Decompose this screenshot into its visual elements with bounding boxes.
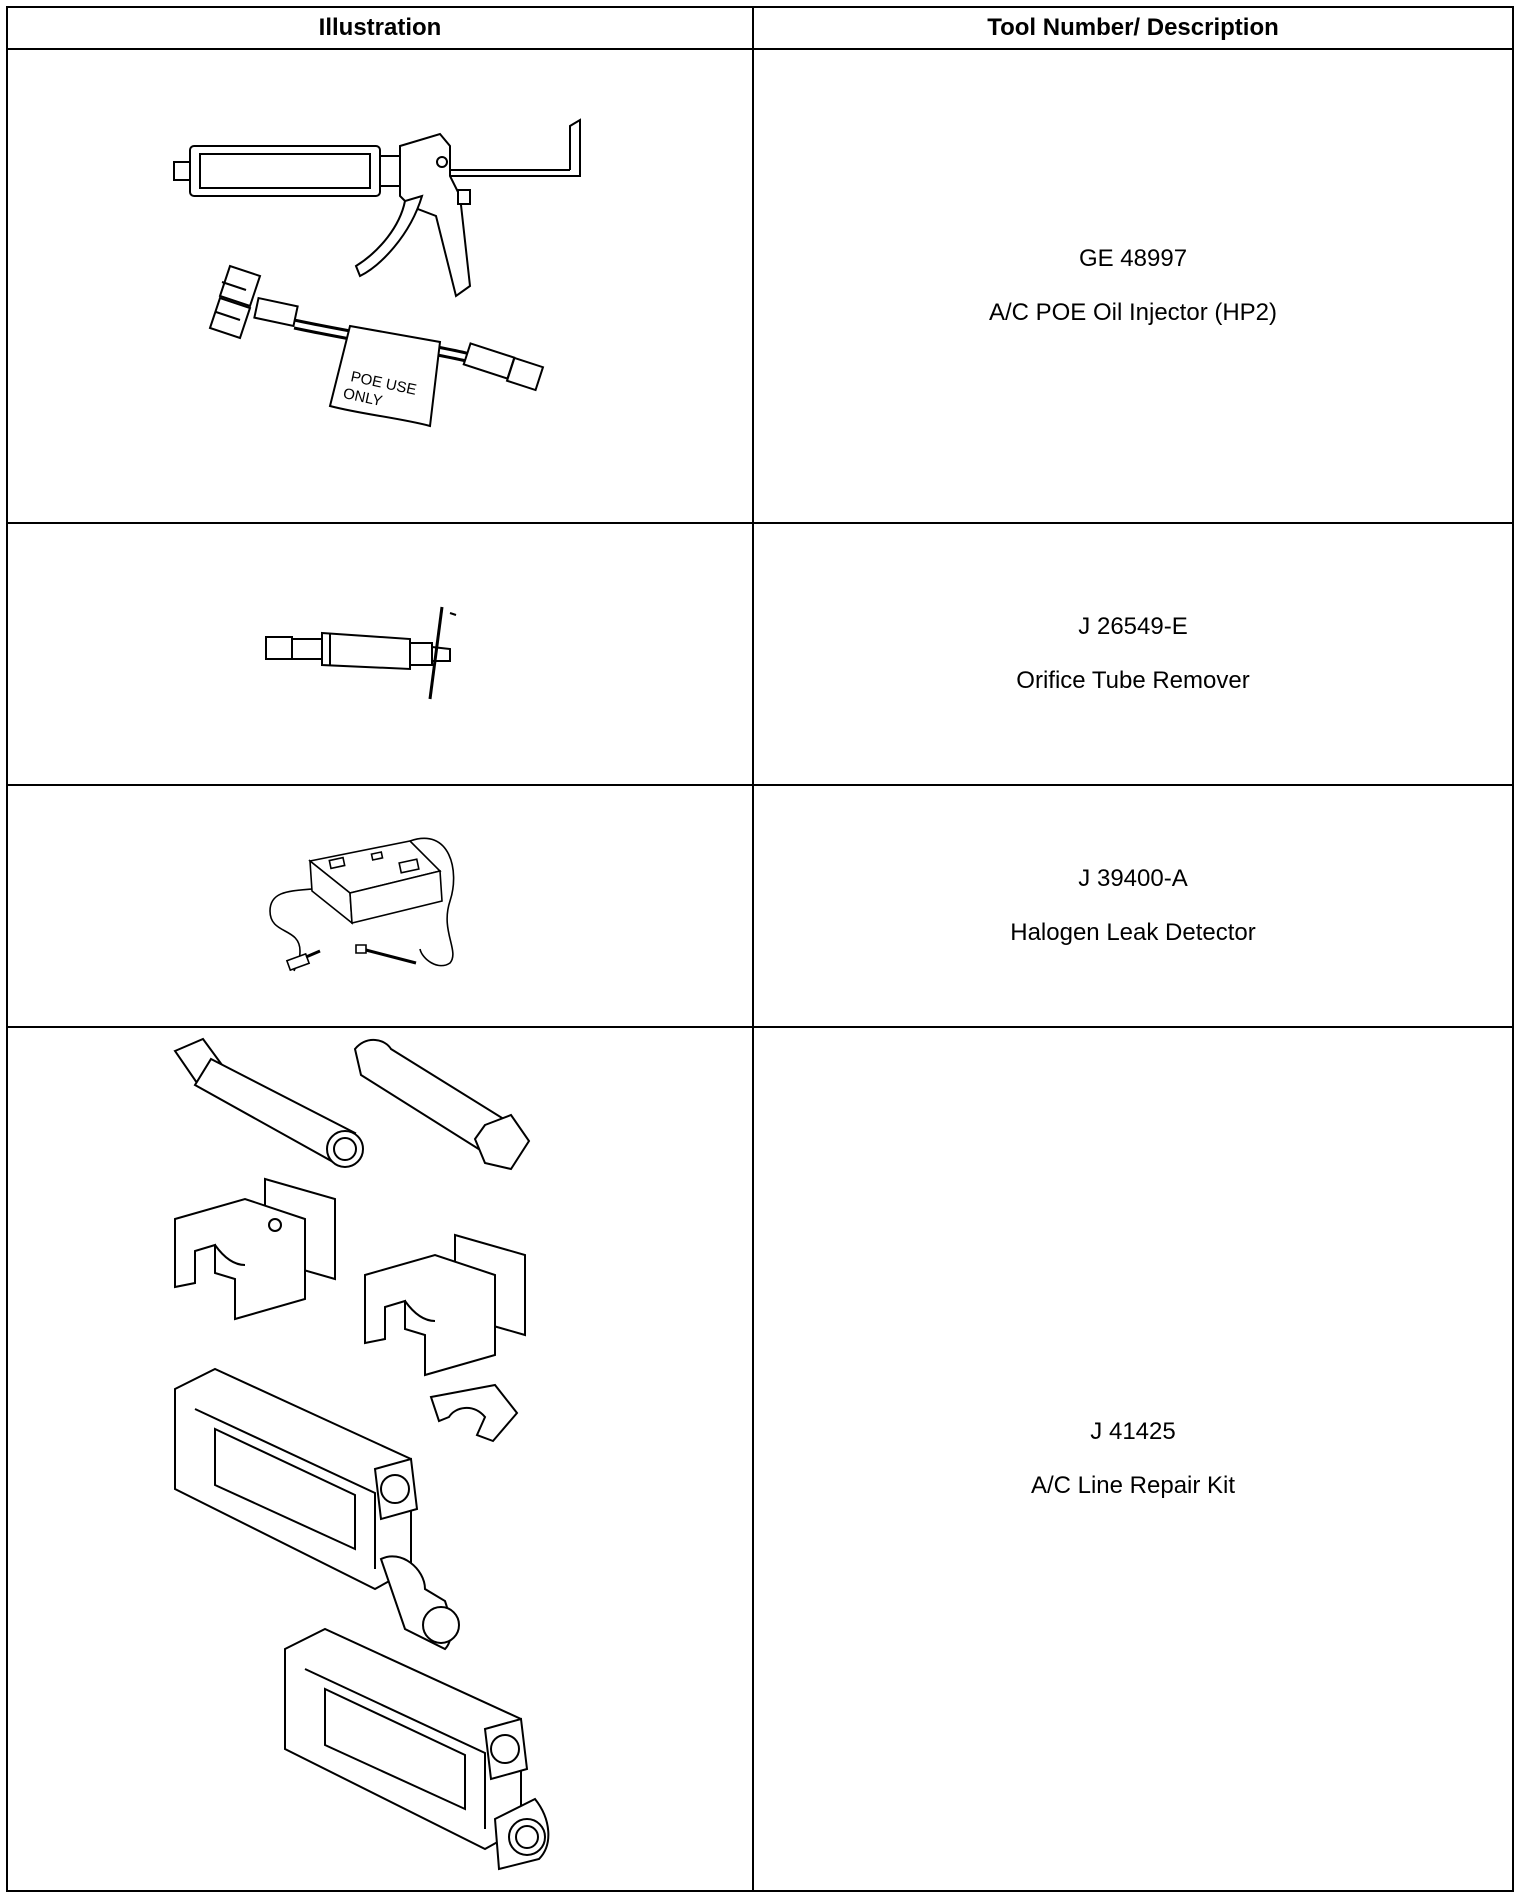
- description-cell: J 41425 A/C Line Repair Kit: [752, 1026, 1514, 1892]
- illustration-cell: POE USE ONLY: [6, 48, 754, 524]
- tool-number: GE 48997: [1078, 245, 1188, 272]
- oil-injector-illustration: POE USE ONLY: [160, 106, 600, 466]
- description-cell: GE 48997 A/C POE Oil Injector (HP2): [752, 48, 1514, 524]
- line-repair-kit-illustration: [155, 1029, 605, 1889]
- illustration-cell: [6, 1026, 754, 1892]
- tool-description: Halogen Leak Detector: [1010, 919, 1256, 946]
- halogen-leak-detector-illustration: [260, 831, 500, 981]
- tool-table: Illustration Tool Number/ Description: [6, 6, 1514, 1892]
- header-tool-description: Tool Number/ Description: [752, 6, 1514, 50]
- tool-number: J 26549-E: [1078, 613, 1188, 640]
- illustration-cell: [6, 784, 754, 1028]
- description-cell: J 39400-A Halogen Leak Detector: [752, 784, 1514, 1028]
- tool-number: J 39400-A: [1078, 865, 1188, 892]
- orifice-tube-remover-illustration: [260, 599, 500, 709]
- header-row: Illustration Tool Number/ Description: [6, 6, 1514, 50]
- tool-number: J 41425: [1090, 1418, 1176, 1445]
- tool-description: A/C Line Repair Kit: [1030, 1472, 1236, 1499]
- table-row: POE USE ONLY GE 48997 A/C POE Oil Inject…: [6, 48, 1514, 524]
- tool-description: Orifice Tube Remover: [1016, 667, 1250, 694]
- tool-description: A/C POE Oil Injector (HP2): [988, 299, 1278, 326]
- tag-text: POE USE ONLY: [342, 367, 423, 417]
- header-illustration: Illustration: [6, 6, 754, 50]
- illustration-cell: [6, 522, 754, 786]
- description-cell: J 26549-E Orifice Tube Remover: [752, 522, 1514, 786]
- table-row: J 39400-A Halogen Leak Detector: [6, 784, 1514, 1028]
- table-row: J 41425 A/C Line Repair Kit: [6, 1026, 1514, 1892]
- table-row: J 26549-E Orifice Tube Remover: [6, 522, 1514, 786]
